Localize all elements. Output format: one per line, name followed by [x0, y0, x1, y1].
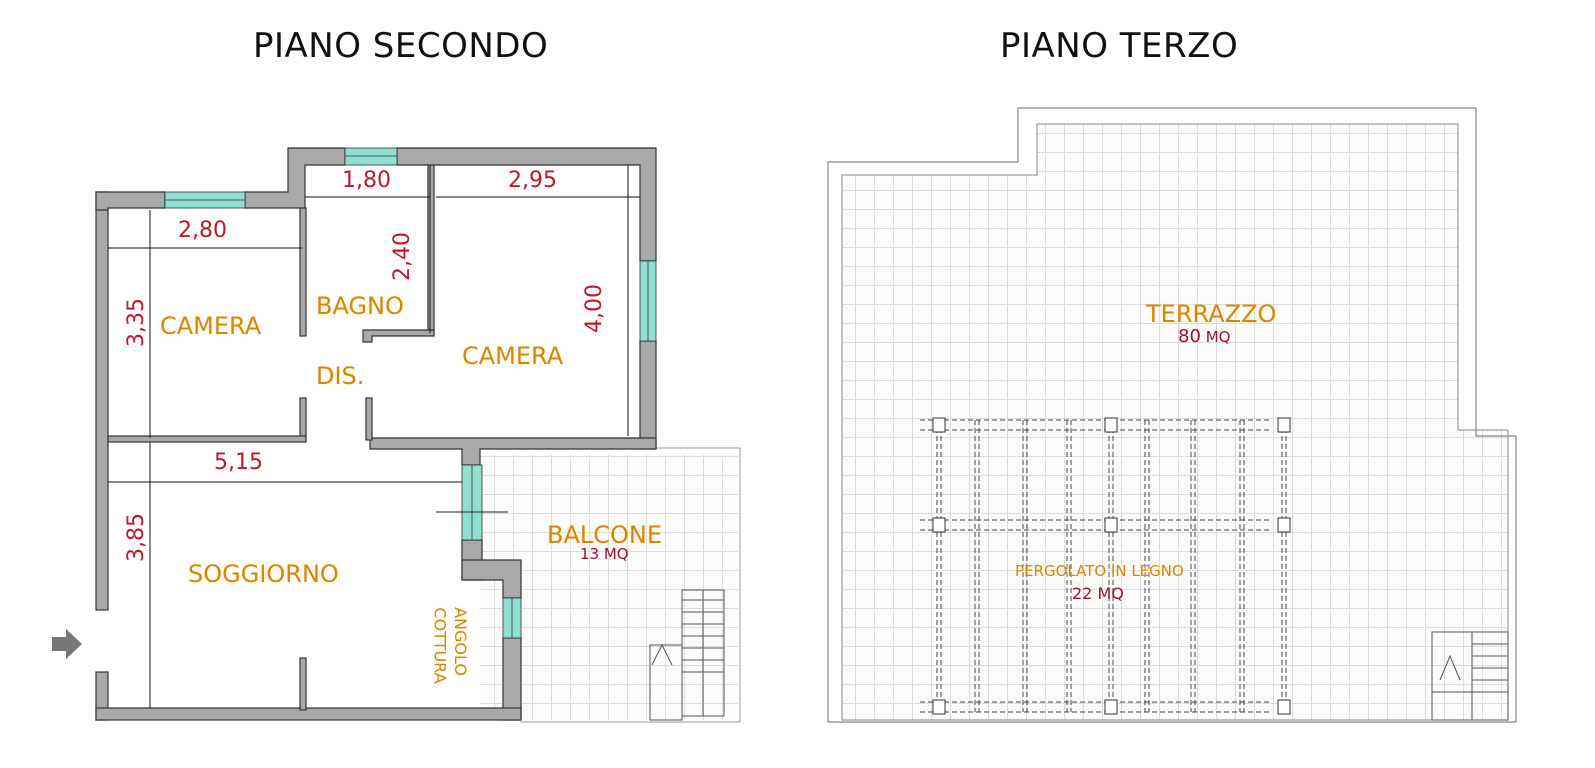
- pergola-structure: [920, 419, 1287, 713]
- room-label-angolo: ANGOLO: [450, 607, 470, 676]
- balcone-area: [480, 447, 741, 723]
- floor-title-terzo: PIANO TERZO: [1000, 26, 1239, 66]
- dim-camera2-depth: 4,00: [581, 284, 607, 333]
- stairs-icon: [1431, 631, 1509, 721]
- room-label-terrazzo: TERRAZZO: [1146, 300, 1277, 328]
- dim-soggiorno-width: 5,15: [214, 450, 263, 475]
- dim-camera1-depth: 3,35: [123, 298, 149, 347]
- room-label-bagno: BAGNO: [316, 292, 404, 320]
- room-label-cottura: COTTURA: [430, 607, 450, 684]
- area-terrazzo-value: 80: [1178, 326, 1201, 347]
- pergola-posts: [932, 417, 1291, 715]
- area-terrazzo: 80 MQ: [1178, 326, 1230, 347]
- room-label-balcone: BALCONE: [547, 521, 663, 549]
- room-label-camera-1: CAMERA: [160, 312, 262, 340]
- room-label-soggiorno: SOGGIORNO: [188, 560, 339, 588]
- dim-bagno-depth: 2,40: [389, 232, 415, 281]
- dim-camera1-width: 2,80: [178, 218, 227, 243]
- area-balcone: 13 MQ: [580, 545, 629, 563]
- room-label-camera-2: CAMERA: [462, 342, 564, 370]
- area-terrazzo-unit: MQ: [1205, 328, 1231, 346]
- room-label-pergolato: PERGOLATO IN LEGNO: [1015, 562, 1184, 580]
- floor-title-secondo: PIANO SECONDO: [253, 26, 549, 66]
- stairs-icon: [649, 589, 725, 721]
- dim-bagno-width: 1,80: [342, 168, 391, 193]
- dim-camera2-width: 2,95: [508, 168, 557, 193]
- walls-piano-secondo: [95, 147, 657, 721]
- arrow-right-icon: [52, 629, 82, 659]
- dim-soggiorno-depth: 3,85: [123, 513, 149, 562]
- terrazzo-area: [827, 107, 1517, 723]
- room-label-disimpegno: DIS.: [316, 362, 365, 390]
- area-pergolato: 22 MQ: [1072, 584, 1124, 603]
- windows: [164, 147, 657, 639]
- dimension-lines: [108, 165, 640, 708]
